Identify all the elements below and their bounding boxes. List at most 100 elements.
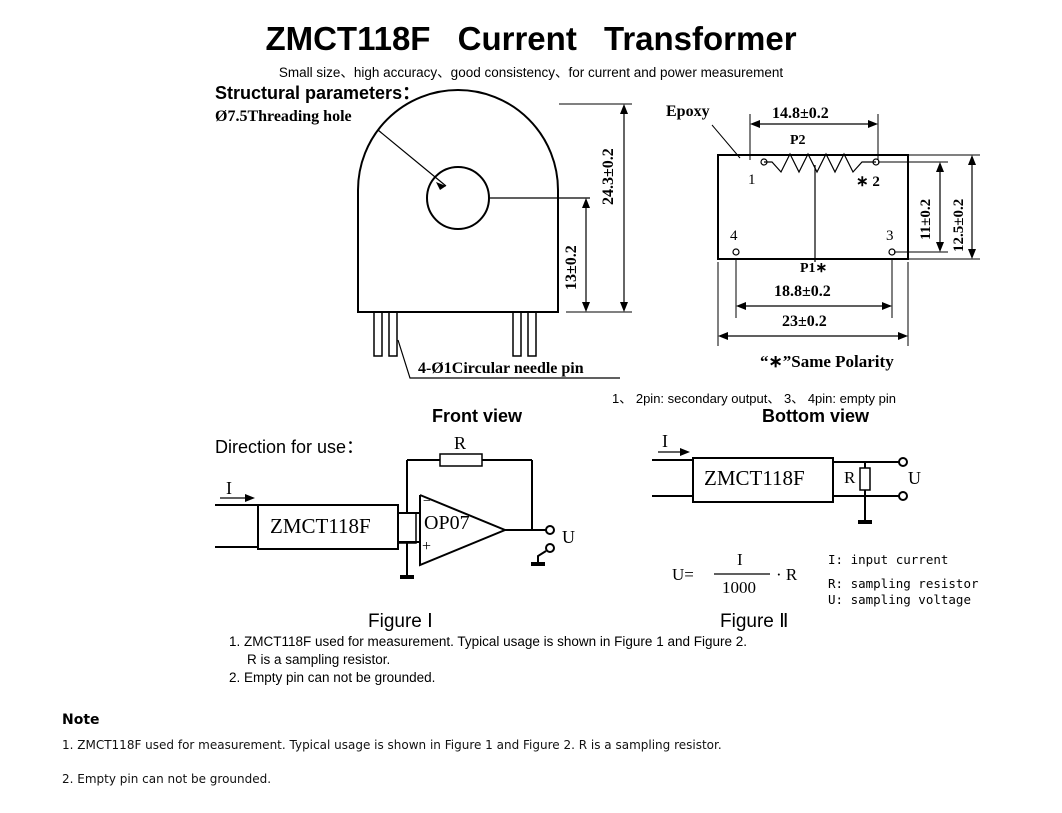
f2-resistor-label: R bbox=[844, 468, 856, 487]
pin4-label: 4 bbox=[730, 228, 738, 244]
f1-resistor bbox=[439, 453, 483, 467]
legend-input-current: I: input current bbox=[828, 552, 949, 567]
f1-out-ground-symbol bbox=[531, 562, 545, 566]
dim-total-height-label: 24.3±0.2 bbox=[600, 148, 617, 205]
dim-mid-width-label: 18.8±0.2 bbox=[774, 283, 831, 300]
pin-note: 1、 2pin: secondary output、 3、 4pin: empt… bbox=[612, 391, 896, 406]
arrow-tw-l bbox=[750, 120, 760, 128]
threading-hole bbox=[426, 166, 490, 230]
pin1-dot bbox=[760, 158, 768, 166]
image-note-1: 1. ZMCT118F used for measurement. Typica… bbox=[229, 634, 747, 649]
bottom-view-drawing bbox=[711, 114, 980, 346]
datasheet-figure: ZMCT118F Current Transformer Small size、… bbox=[215, 20, 980, 685]
pin-left-a bbox=[373, 311, 383, 357]
f1-output-terminal-b bbox=[545, 543, 555, 553]
p1-label: P1∗ bbox=[800, 261, 828, 276]
figure2-marks bbox=[680, 448, 872, 524]
pin3-label: 3 bbox=[886, 228, 894, 244]
f2-device-box bbox=[692, 457, 834, 503]
front-view-label: Front view bbox=[432, 406, 523, 426]
note-line-2: 2. Empty pin can not be grounded. bbox=[62, 772, 272, 786]
arrow-center-top bbox=[582, 198, 590, 208]
f2-out-a bbox=[898, 457, 908, 467]
dim-inner-height-label: 11±0.2 bbox=[918, 198, 934, 240]
arrow-ow-l bbox=[718, 332, 728, 340]
note-line-1: 1. ZMCT118F used for measurement. Typica… bbox=[62, 738, 722, 752]
front-view-drawing bbox=[357, 89, 632, 379]
arrow-oh-t bbox=[968, 155, 976, 165]
pin-label: 4-Ø1Circular needle pin bbox=[418, 360, 584, 377]
figure2-circuit bbox=[652, 451, 908, 575]
arrow-ih-b bbox=[936, 242, 944, 252]
page-subtitle: Small size、high accuracy、good consistenc… bbox=[278, 65, 784, 80]
legend-sampling-voltage: U: sampling voltage bbox=[828, 592, 971, 607]
pin2-label: ∗ 2 bbox=[856, 174, 880, 190]
figure1-circuit bbox=[215, 453, 555, 575]
arrow-total-bottom bbox=[620, 302, 628, 312]
direction-label: Direction for use： bbox=[215, 437, 365, 457]
structural-heading: Structural parameters： bbox=[215, 83, 421, 103]
pin-left-b bbox=[388, 311, 398, 357]
arrow-mw-l bbox=[736, 302, 746, 310]
f1-output-ground-wire bbox=[537, 550, 547, 562]
f1-terminal bbox=[397, 512, 417, 544]
p2-label: P2 bbox=[790, 133, 806, 148]
epoxy-label: Epoxy bbox=[666, 103, 710, 120]
bottom-view-label: Bottom view bbox=[762, 406, 870, 426]
f1-opamp-label: OP07 bbox=[424, 512, 470, 534]
formula-denominator: 1000 bbox=[722, 578, 756, 597]
pin4-dot bbox=[732, 248, 740, 256]
f2-out-b bbox=[898, 491, 908, 501]
f1-output-label: U bbox=[562, 527, 575, 547]
hole-leader bbox=[377, 129, 447, 187]
f1-arrowhead bbox=[245, 494, 255, 502]
f1-ground-symbol bbox=[400, 575, 414, 579]
dim-top-width-label: 14.8±0.2 bbox=[772, 105, 829, 122]
polarity-label: “∗”Same Polarity bbox=[760, 352, 894, 371]
page-title: ZMCT118F Current Transformer bbox=[265, 20, 797, 57]
pin-right-b bbox=[527, 311, 537, 357]
hole-label: Ø7.5Threading hole bbox=[215, 108, 352, 125]
epoxy-leader bbox=[711, 124, 741, 159]
front-dim-arrows bbox=[436, 104, 628, 312]
note-section: Note 1. ZMCT118F used for measurement. T… bbox=[62, 712, 1022, 806]
f2-arrowhead bbox=[680, 448, 690, 456]
pin-right-a bbox=[512, 311, 522, 357]
dim-total-width-label: 23±0.2 bbox=[782, 313, 827, 330]
formula-numerator: I bbox=[737, 550, 743, 569]
figure2-caption: Figure Ⅱ bbox=[720, 611, 789, 632]
arrow-tw-r bbox=[868, 120, 878, 128]
f1-minus-label: − bbox=[423, 494, 431, 509]
arrow-mw-r bbox=[882, 302, 892, 310]
f2-current-label: I bbox=[662, 431, 668, 451]
arrow-ih-t bbox=[936, 162, 944, 172]
formula-lhs: U= bbox=[672, 565, 694, 584]
p2-winding bbox=[764, 152, 876, 174]
f1-current-label: I bbox=[226, 478, 232, 498]
arrow-oh-b bbox=[968, 249, 976, 259]
image-note-2: 2. Empty pin can not be grounded. bbox=[229, 670, 436, 685]
image-note-1b: R is a sampling resistor. bbox=[247, 652, 391, 667]
figure1-marks bbox=[245, 494, 545, 579]
arrow-ow-r bbox=[898, 332, 908, 340]
arrow-center-bottom bbox=[582, 302, 590, 312]
arrow-hole bbox=[436, 182, 446, 190]
formula-rhs: · R bbox=[776, 565, 798, 584]
dim-outer-height-label: 12.5±0.2 bbox=[951, 198, 967, 252]
f2-resistor bbox=[859, 467, 871, 491]
dim-center-height-label: 13±0.2 bbox=[563, 245, 580, 290]
pin-leader bbox=[397, 339, 620, 379]
f2-output-label: U bbox=[908, 468, 921, 488]
note-heading: Note bbox=[62, 712, 100, 728]
front-body-outline bbox=[357, 89, 559, 313]
drawing-canvas bbox=[215, 89, 980, 579]
f2-device-label: ZMCT118F bbox=[704, 466, 805, 490]
arrow-total-top bbox=[620, 104, 628, 114]
f1-device-label: ZMCT118F bbox=[270, 514, 371, 538]
f1-opamp bbox=[419, 494, 508, 567]
figure1-caption: Figure Ⅰ bbox=[368, 611, 433, 632]
legend-sampling-resistor: R: sampling resistor bbox=[828, 576, 979, 591]
f1-plus-label: + bbox=[422, 538, 432, 555]
bottom-body-outline bbox=[717, 154, 909, 260]
bottom-dim-arrows bbox=[718, 120, 976, 340]
